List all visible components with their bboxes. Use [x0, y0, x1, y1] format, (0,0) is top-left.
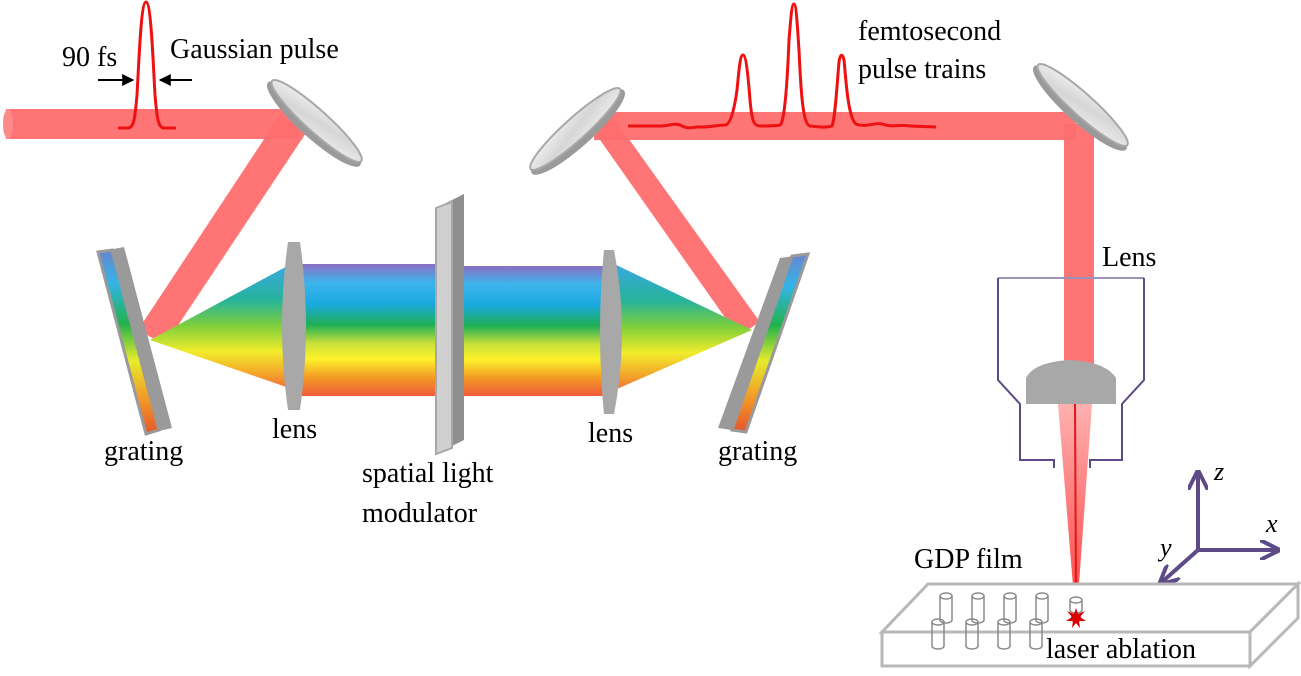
axis-x-label: x [1265, 509, 1278, 538]
slm-label-line2: modulator [362, 498, 478, 529]
pulse-trains-label-line1: femtosecond [858, 16, 1001, 47]
lens-right-label: lens [588, 418, 633, 449]
ablated-hole [965, 618, 979, 650]
slm-label-line1: spatial light [362, 458, 494, 489]
spectrum-collimated-right [448, 266, 608, 396]
spectrum-collimated-left [292, 264, 442, 396]
axis-y-label: y [1157, 533, 1172, 562]
gdp-film [878, 580, 1301, 670]
spectrum-fan-left [150, 262, 295, 390]
lens-left-label: lens [272, 414, 317, 445]
coordinate-axes [1162, 474, 1276, 582]
objective-lens-label: Lens [1102, 242, 1156, 273]
ablated-hole [939, 592, 953, 624]
mirror-3 [1032, 63, 1129, 151]
gdp-film-label: GDP film [914, 544, 1023, 575]
spectrum-fan-right [610, 262, 752, 392]
beam-output-vertical [1064, 124, 1094, 366]
pulse-train-curve [628, 2, 937, 130]
objective-lens-element [1026, 360, 1116, 404]
spatial-light-modulator [435, 194, 464, 456]
pulse-trains-label-line2: pulse trains [858, 54, 986, 85]
beam-mirror-to-grating-left [138, 115, 306, 345]
ablated-holes [931, 592, 1083, 650]
grating-left [96, 247, 172, 436]
input-beam [3, 109, 298, 139]
grating-right-label: grating [718, 436, 797, 467]
ablated-hole [997, 618, 1011, 650]
grating-right [718, 252, 811, 434]
ablation-spot [1066, 608, 1086, 628]
beam-grating-right-to-mirror [586, 110, 760, 336]
gaussian-pulse-curve [118, 0, 176, 130]
pulse-width-label: 90 fs [62, 42, 117, 73]
ablated-hole [1029, 618, 1043, 650]
lens-left [282, 242, 306, 410]
gaussian-pulse-label: Gaussian pulse [170, 34, 339, 65]
ablated-hole [931, 618, 945, 650]
mirror-2 [529, 87, 626, 175]
grating-left-label: grating [104, 436, 183, 467]
mirror-1 [266, 79, 363, 167]
objective-lens-housing [997, 277, 1145, 468]
axis-z-label: z [1213, 457, 1224, 486]
focused-beam-core [1074, 403, 1077, 601]
lens-right [600, 250, 622, 414]
laser-ablation-label: laser ablation [1046, 634, 1196, 665]
